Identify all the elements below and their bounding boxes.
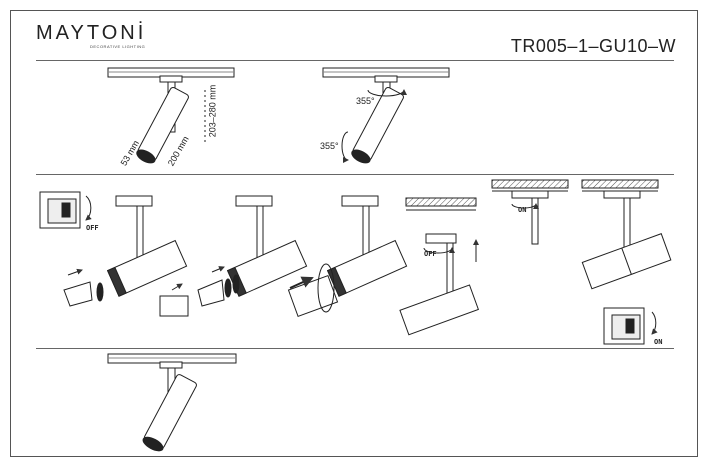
fixture-rotation-diagram — [322, 67, 450, 164]
fixture-final-view — [107, 353, 237, 452]
step-finished-fixture — [581, 179, 672, 290]
divider-bottom — [36, 348, 674, 349]
step-remove-lamp — [63, 195, 189, 317]
divider-middle — [36, 174, 674, 175]
track-off-label: OFF — [424, 250, 437, 258]
horizontal-rotation-label: 355° — [356, 96, 375, 106]
switch-off-label: OFF — [86, 224, 99, 232]
step-attach-track — [399, 197, 480, 336]
switch-off-box — [39, 191, 92, 229]
step-insert-lamp — [197, 195, 308, 307]
divider-top — [36, 60, 674, 61]
vertical-rotation-label: 355° — [320, 141, 339, 151]
switch-on-label: ON — [654, 338, 663, 346]
page-frame — [10, 10, 698, 457]
fixture-dimensions-diagram — [107, 67, 235, 164]
switch-on-box — [603, 307, 658, 345]
brand-logo: MAYTONİ — [36, 22, 147, 44]
track-on-label: ON — [518, 206, 527, 214]
model-number: TR005–1–GU10–W — [510, 36, 676, 56]
brand-tagline: DECORATIVE LIGHTING — [90, 44, 146, 49]
height-label: 203–280 mm — [207, 84, 218, 138]
step-mount-shade — [287, 195, 408, 317]
step-lock-track — [491, 179, 569, 245]
